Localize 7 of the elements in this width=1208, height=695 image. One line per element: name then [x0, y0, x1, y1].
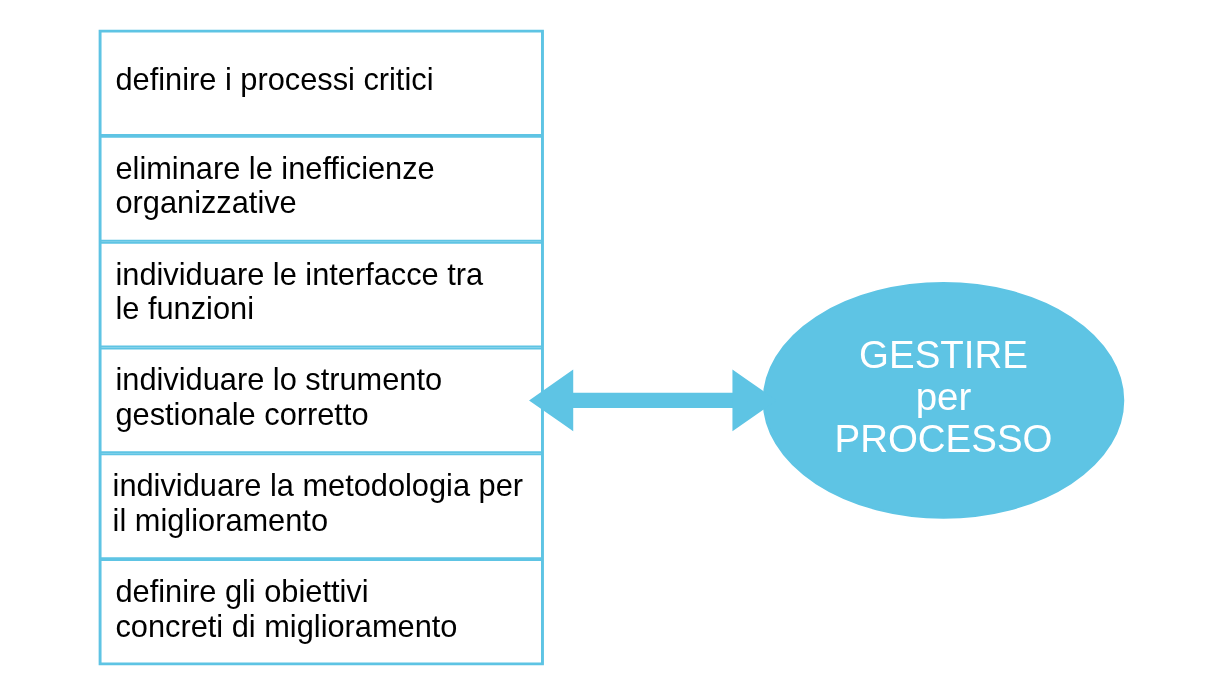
node-box: individuare la metodologia per il miglioramento — [99, 453, 544, 560]
node-box: individuare le interfacce tra le funzioni — [99, 241, 544, 348]
node-box: eliminare le inefficienze organizzative — [99, 135, 544, 242]
node-box: definire i processi critici — [99, 30, 544, 136]
node-ellipse: GESTIRE per PROCESSO — [762, 282, 1125, 519]
node-box: individuare lo strumento gestionale corretto — [99, 347, 544, 454]
node-box: definire gli obiettivi concreti di miglioramento — [99, 559, 544, 665]
